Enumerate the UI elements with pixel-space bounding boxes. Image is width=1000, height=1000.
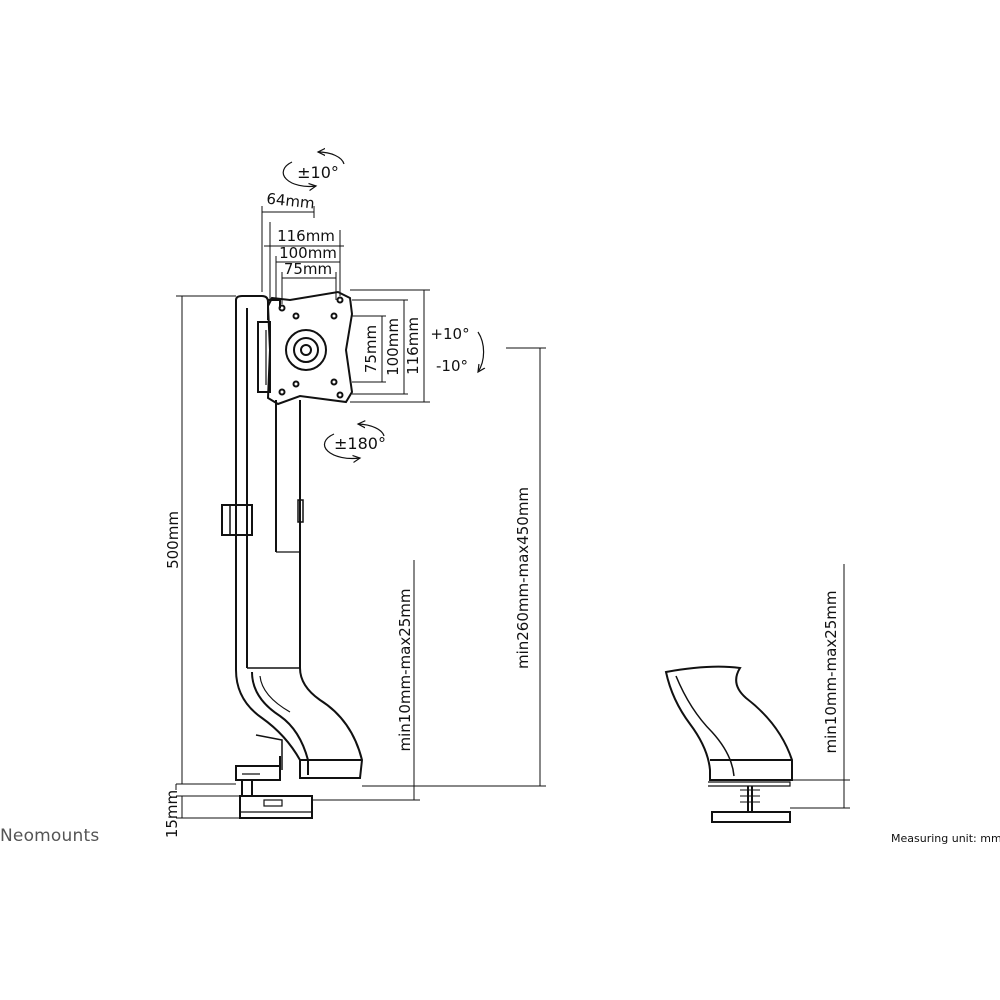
vesa-height-116-label: 116mm <box>404 317 422 375</box>
tilt-down-label: -10° <box>436 357 468 375</box>
pole-height-label: 500mm <box>164 511 182 569</box>
tilt-arrow-icon <box>478 331 484 372</box>
vesa-height-100-label: 100mm <box>384 318 402 376</box>
rotation-arrows <box>282 152 484 459</box>
vesa-plate <box>266 290 354 406</box>
height-adjust-label: min260mm-max450mm <box>514 487 532 669</box>
swivel-arrow-icon <box>282 161 316 186</box>
desk-clamp <box>239 780 313 819</box>
desk-thickness-main-label: min10mm-max25mm <box>396 588 414 751</box>
clamp-detail <box>664 665 793 823</box>
vesa-width-75-label: 75mm <box>284 260 332 278</box>
desk-thickness-detail-label: min10mm-max25mm <box>822 590 840 753</box>
brand-logo: Neomounts <box>0 826 100 846</box>
rotate-label: ±180° <box>334 434 386 453</box>
plate-depth-label: 64mm <box>266 190 316 213</box>
tilt-up-label: +10° <box>430 325 469 343</box>
height-collar <box>221 504 253 536</box>
monitor-pole <box>235 295 304 670</box>
vesa-width-116-label: 116mm <box>277 227 335 245</box>
clamp-offset-label: 15mm <box>163 790 181 838</box>
vesa-height-75-label: 75mm <box>362 325 380 373</box>
dimension-lines <box>175 206 546 819</box>
dimension-labels: ±10° 64mm 116mm 100mm 75mm 75mm 100mm 11… <box>163 163 840 838</box>
vesa-width-100-label: 100mm <box>279 244 337 262</box>
rotate-arrow-icon <box>323 433 360 459</box>
swivel-label: ±10° <box>297 163 339 182</box>
desk-base <box>235 667 364 781</box>
detail-dimension <box>790 564 850 809</box>
measuring-unit-note: Measuring unit: mm <box>891 832 1000 845</box>
